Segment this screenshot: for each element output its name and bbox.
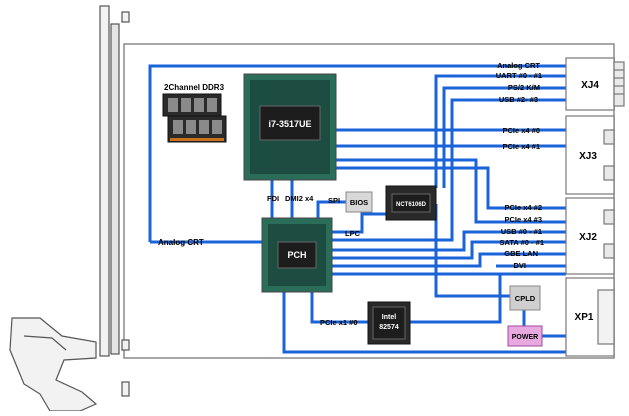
bus-bottom: [282, 292, 566, 354]
cpu-label: i7-3517UE: [268, 119, 311, 129]
signal-pcie2: PCIe x4 #2: [504, 203, 542, 212]
connector-xp1-body: [597, 289, 615, 345]
bus-gbe: [332, 252, 566, 268]
cpu-chip: i7-3517UE: [243, 73, 337, 181]
ddr-cell: [207, 98, 217, 112]
analog-crt-left-label: Analog CRT: [158, 238, 204, 247]
ddr-pins: [170, 138, 224, 141]
bus-cpld: [434, 204, 512, 298]
nic-label-2: 82574: [379, 324, 399, 331]
bus-sata: [332, 240, 566, 260]
cpld-chip: [509, 285, 541, 311]
signal-dvi: DVI: [513, 261, 526, 270]
pch-label: PCH: [287, 250, 306, 260]
signal-gbe: GBE LAN: [504, 249, 538, 258]
ddr-cell: [212, 120, 222, 134]
spi-label: SPI: [328, 196, 340, 205]
connector-xj3: [565, 115, 615, 195]
connector-xj4-body: [613, 61, 625, 107]
bus-analog-crt: [148, 64, 566, 242]
connector-xj4: [565, 57, 615, 111]
signal-usb01: USB #0 - #1: [501, 227, 542, 236]
bus-nic-out: [410, 274, 502, 324]
ejector-detail: [23, 335, 67, 351]
connector-xj3-latch-bottom: [603, 165, 615, 181]
signal-pcie0: PCIe x4 #0: [502, 126, 540, 135]
ddr-label: 2Channel DDR3: [164, 83, 225, 92]
bios-chip: [345, 191, 373, 213]
ejector-handle: [9, 317, 98, 412]
superio-label: NCT6106D: [396, 202, 427, 208]
bus-spi: [316, 200, 346, 218]
cpu-die: [259, 105, 321, 141]
bus-ps2: [442, 86, 566, 188]
signal-pcie1: PCIe x4 #1: [502, 142, 540, 151]
power-label: POWER: [512, 334, 538, 341]
front-panel-bar: [99, 5, 110, 357]
ddr-cell: [194, 98, 204, 112]
connector-xj2-latch-top: [603, 209, 615, 225]
signal-analog-crt: Analog CRT: [497, 61, 540, 70]
pch-die: [277, 241, 317, 269]
signal-pcie3: PCIe x4 #3: [504, 215, 542, 224]
ddr-cell: [173, 120, 183, 134]
bus-cpu-right-a: [336, 158, 566, 224]
fdi-label: FDI: [267, 194, 279, 203]
pch-chip: PCH: [261, 217, 333, 293]
front-panel-rail: [110, 23, 120, 355]
superio-die: [391, 193, 431, 213]
screw-ejector: [121, 381, 130, 397]
connector-xj3-latch-top: [603, 129, 615, 145]
ddr-cell: [181, 98, 191, 112]
lpc-label: LPC: [345, 229, 361, 238]
xp1-label: XP1: [575, 312, 594, 323]
ddr-memory: 2Channel DDR3: [162, 83, 227, 143]
connector-labels: XJ4 XJ3 XJ2 XP1: [575, 80, 600, 323]
signal-sata: SATA #0 - #1: [500, 238, 544, 247]
pcie-x1-label: PCIe x1 #0: [320, 318, 358, 327]
signal-usb23: USB #2- #3: [499, 95, 538, 104]
bus-lines: [148, 64, 566, 354]
nic-chip: Intel 82574: [367, 301, 411, 345]
signal-ps2: PS/2 K/M: [508, 83, 540, 92]
front-panel: [9, 5, 130, 412]
bus-cpu-right-b: [336, 166, 566, 210]
bios-label: BIOS: [350, 198, 368, 207]
xj2-label: XJ2: [579, 232, 597, 243]
screw-top: [121, 11, 130, 23]
screw-bottom: [121, 339, 130, 351]
xj4-label: XJ4: [581, 80, 599, 91]
nic-label-1: Intel: [382, 314, 396, 321]
signal-labels: Analog CRT UART #0 - #1 PS/2 K/M USB #2-…: [496, 61, 544, 270]
power-block: [507, 325, 543, 347]
ddr-cell: [168, 98, 178, 112]
bus-lpc: [332, 212, 386, 234]
bus-pcie-x1: [310, 290, 368, 324]
superio-chip: NCT6106D: [385, 185, 437, 221]
dmi-label: DMI2 x4: [285, 194, 314, 203]
connector-xj2-latch-bottom: [603, 243, 615, 259]
connectors: [565, 57, 625, 357]
signal-uart: UART #0 - #1: [496, 71, 542, 80]
nic-die: [372, 306, 406, 340]
bus-uart: [434, 74, 566, 188]
cpld-label: CPLD: [515, 294, 536, 303]
ddr-cell: [199, 120, 209, 134]
xj3-label: XJ3: [579, 151, 597, 162]
ddr-cell: [186, 120, 196, 134]
bus-usb01: [332, 230, 566, 252]
bus-usb23: [332, 98, 566, 242]
